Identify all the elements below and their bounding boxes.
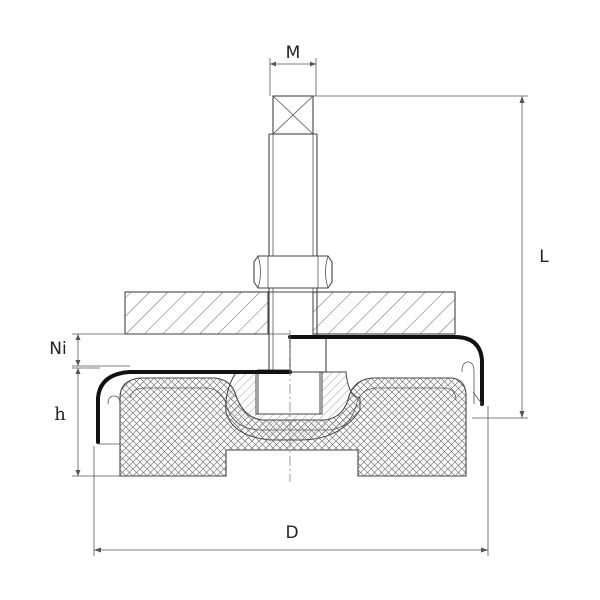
gap-label: Ni <box>49 339 66 359</box>
dimension-thread: M <box>269 43 317 96</box>
dimension-length: L <box>313 95 549 419</box>
dimension-diameter: D <box>93 406 489 556</box>
metal-insert <box>225 369 361 441</box>
diameter-label: D <box>285 523 298 543</box>
length-label: L <box>539 247 549 267</box>
steel-shell <box>96 335 484 445</box>
spacer-block <box>289 335 327 373</box>
machine-plate <box>124 291 456 335</box>
height-label: h <box>54 404 66 425</box>
dimension-gap: Ni <box>49 333 290 367</box>
thread-label: M <box>286 43 301 63</box>
hex-nut <box>253 255 333 289</box>
dimension-height: h <box>54 367 120 477</box>
